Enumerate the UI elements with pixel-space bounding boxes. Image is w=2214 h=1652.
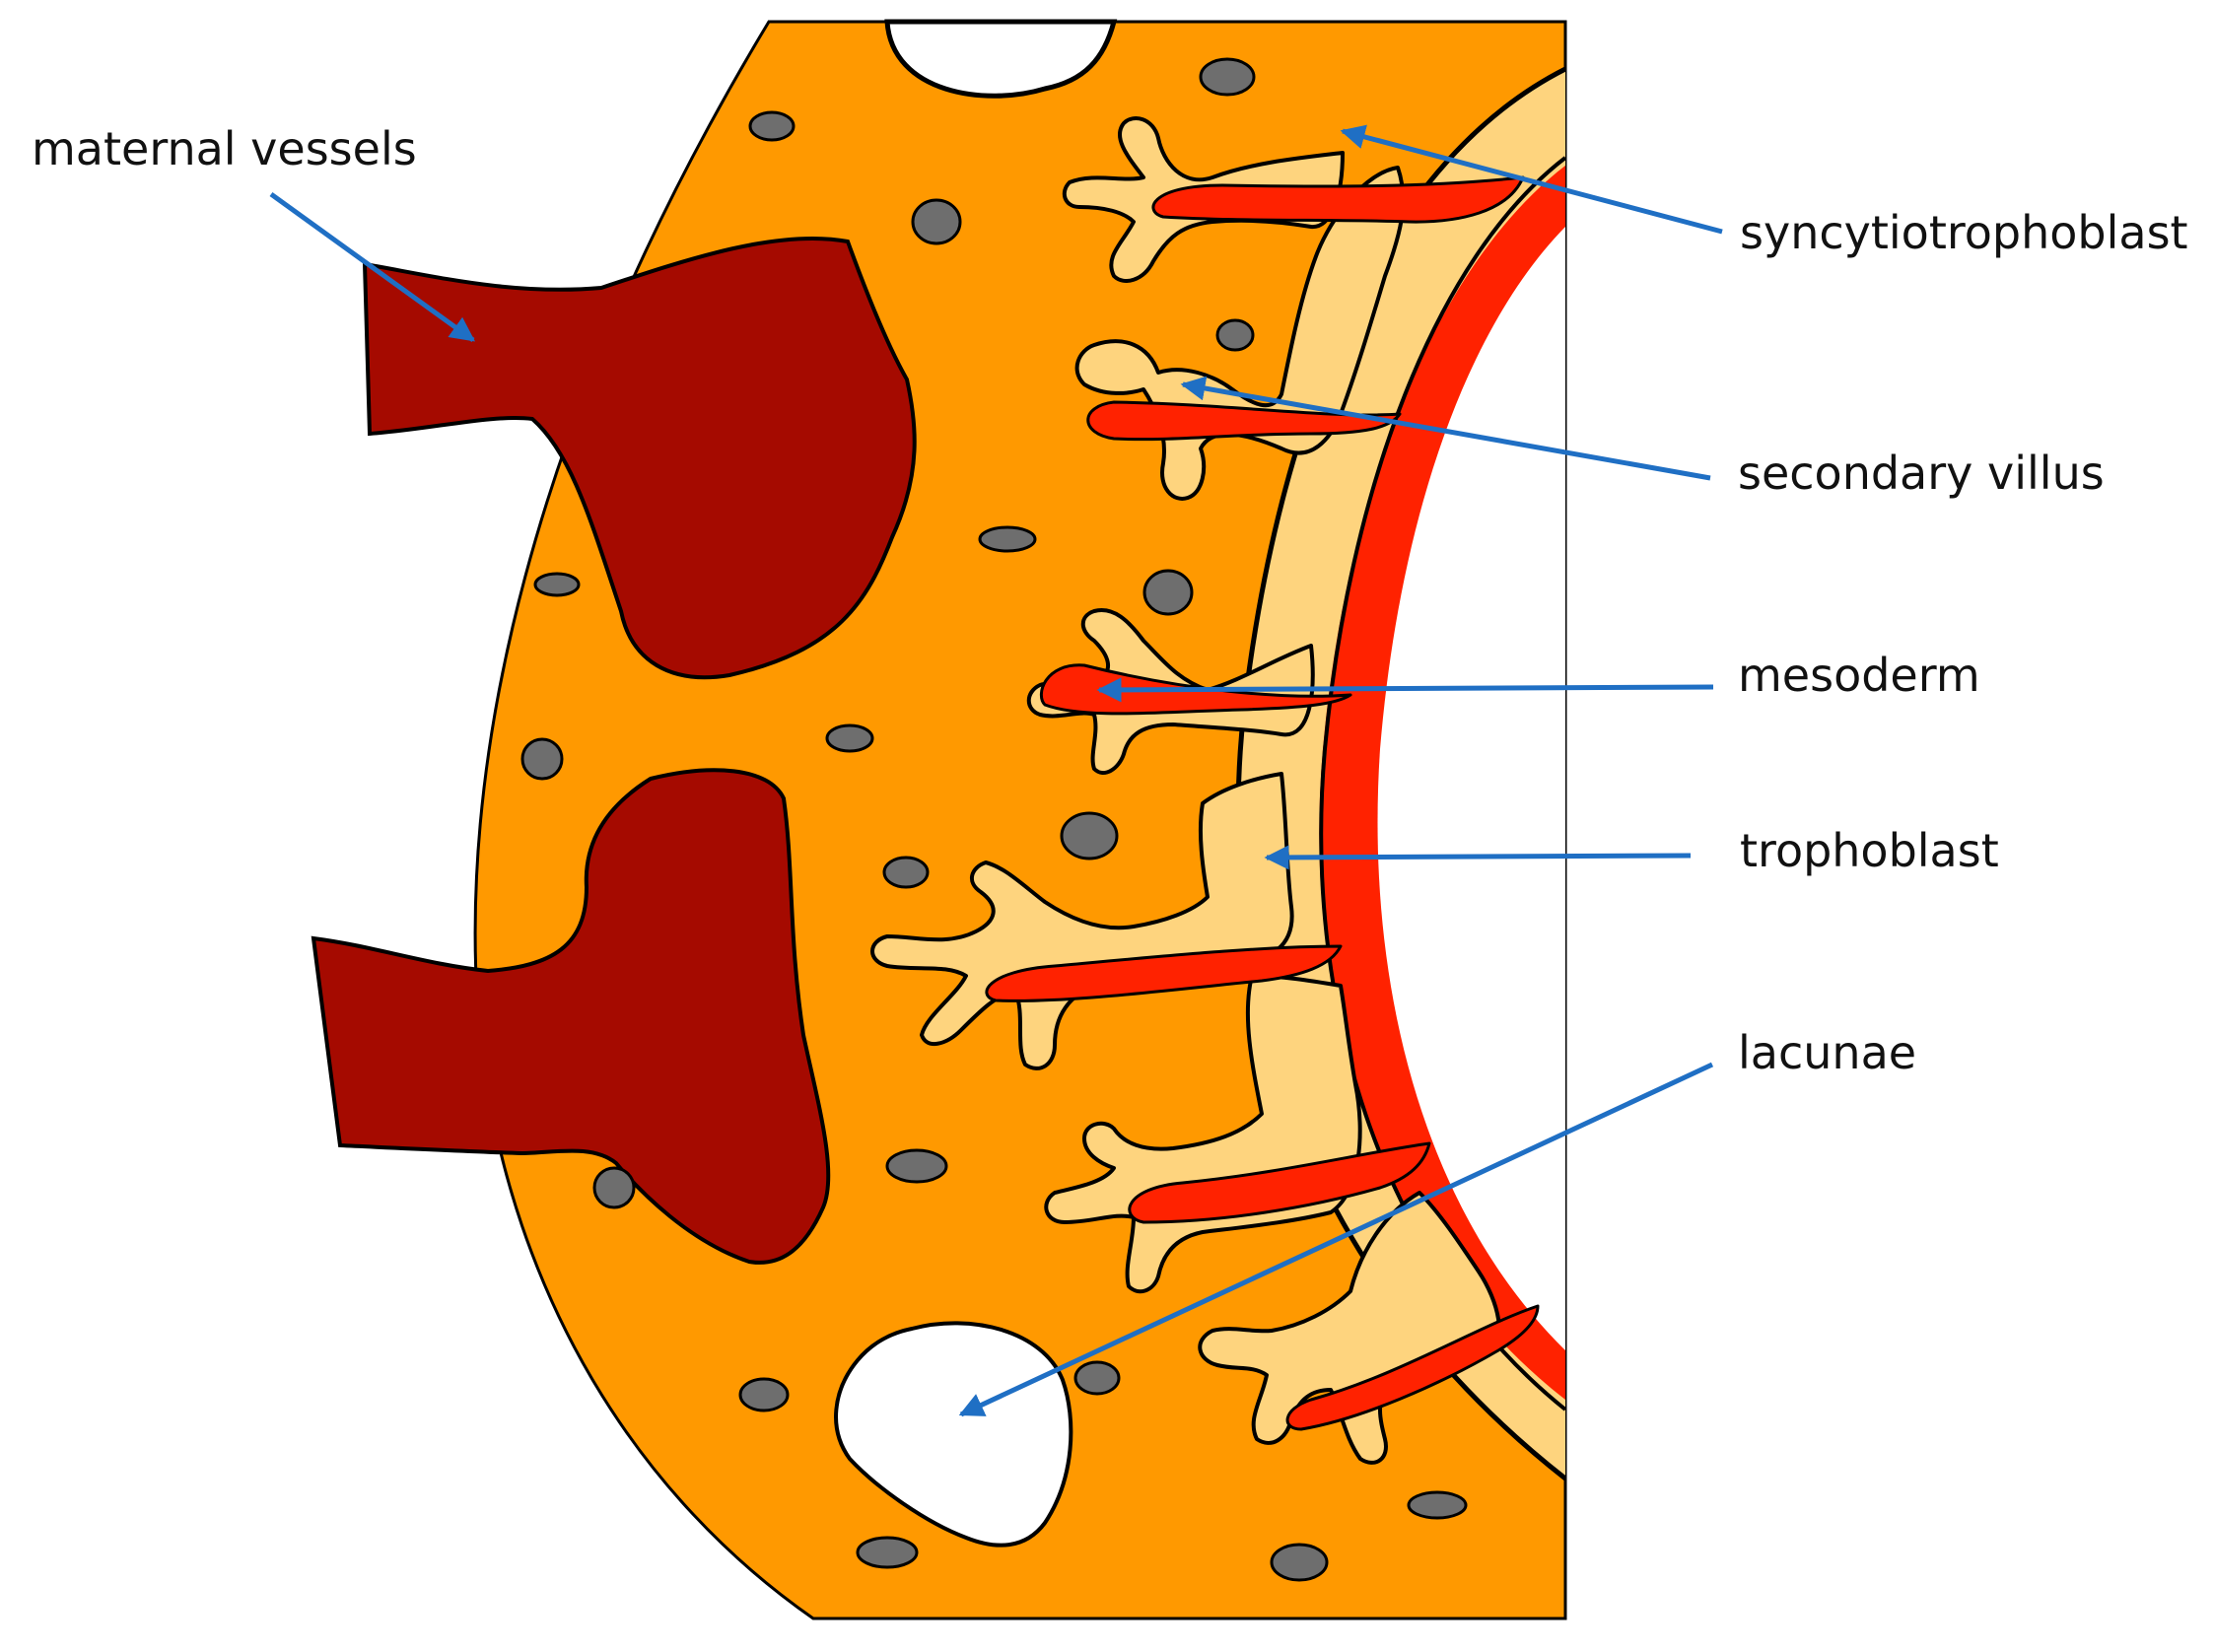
maternal-vessel-upper xyxy=(365,239,915,677)
label-mesoderm: mesoderm xyxy=(1738,653,1980,698)
arrow-trophoblast xyxy=(1267,856,1691,858)
nucleus xyxy=(750,112,794,140)
nucleus xyxy=(1272,1545,1327,1580)
label-maternal-vessels: maternal vessels xyxy=(32,126,417,172)
nucleus xyxy=(1062,813,1117,859)
nucleus xyxy=(884,858,928,887)
nucleus xyxy=(1201,59,1254,95)
nucleus xyxy=(827,725,872,751)
nucleus xyxy=(535,574,579,595)
nucleus xyxy=(913,200,960,243)
label-trophoblast: trophoblast xyxy=(1740,828,1999,873)
label-lacunae: lacunae xyxy=(1738,1030,1916,1075)
nucleus xyxy=(522,739,562,779)
nucleus xyxy=(887,1150,946,1182)
nucleus xyxy=(1409,1492,1466,1518)
arrow-mesoderm xyxy=(1099,687,1713,690)
nucleus xyxy=(594,1168,634,1207)
nucleus xyxy=(980,527,1035,551)
label-secondary-villus: secondary villus xyxy=(1738,450,2105,496)
nucleus xyxy=(740,1379,788,1411)
nucleus xyxy=(1217,320,1253,350)
nucleus xyxy=(1075,1362,1119,1394)
nucleus xyxy=(1144,571,1192,614)
label-syncytiotrophoblast: syncytiotrophoblast xyxy=(1740,210,2188,255)
nucleus xyxy=(858,1538,917,1567)
